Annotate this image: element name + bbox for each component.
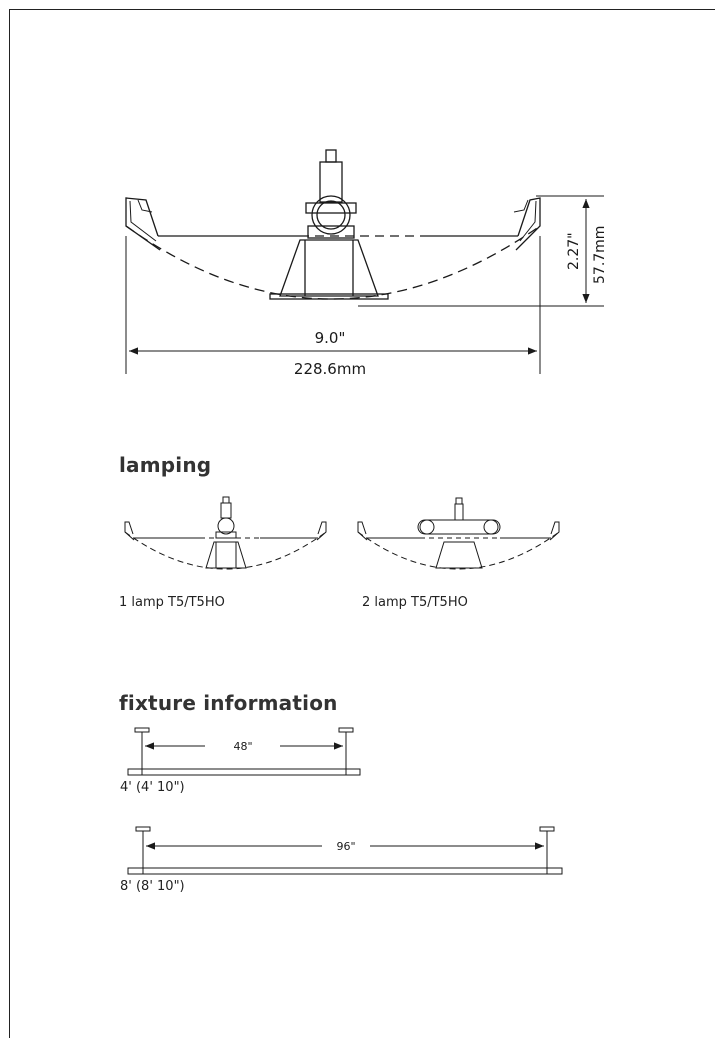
height-mm-label: 57.7mm	[592, 226, 608, 284]
one-lamp-section	[124, 496, 327, 570]
fixture-8ft-body	[127, 867, 563, 875]
main-cross-section	[125, 149, 541, 300]
fixture-8ft	[127, 826, 563, 875]
fixture-8ft-spacing: 96"	[336, 840, 355, 853]
width-dimension	[125, 236, 541, 374]
fixture-4ft-body	[127, 768, 361, 776]
lamp-socket	[307, 225, 355, 239]
fixture-4ft-size: 4' (4' 10")	[120, 780, 185, 795]
height-dimension	[358, 195, 604, 307]
lamp-circle	[311, 195, 351, 235]
two-lamp-section	[357, 497, 560, 570]
one-lamp-caption: 1 lamp T5/T5HO	[119, 595, 225, 610]
width-mm-label: 228.6mm	[294, 360, 366, 378]
fixture-8ft-size: 8' (8' 10")	[120, 879, 185, 894]
two-lamp-caption: 2 lamp T5/T5HO	[362, 595, 468, 610]
fixture-4ft	[127, 727, 361, 776]
left-wing	[125, 197, 161, 251]
width-in-label: 9.0"	[315, 329, 346, 347]
fixture-4ft-spacing: 48"	[233, 740, 252, 753]
height-in-label: 2.27"	[566, 232, 582, 270]
fixture-information-heading: fixture information	[119, 691, 338, 715]
lamping-heading: lamping	[119, 453, 212, 477]
ballast-housing	[279, 239, 379, 297]
lens-curve	[125, 225, 541, 300]
page-frame	[9, 9, 715, 1038]
right-wing	[515, 197, 541, 251]
